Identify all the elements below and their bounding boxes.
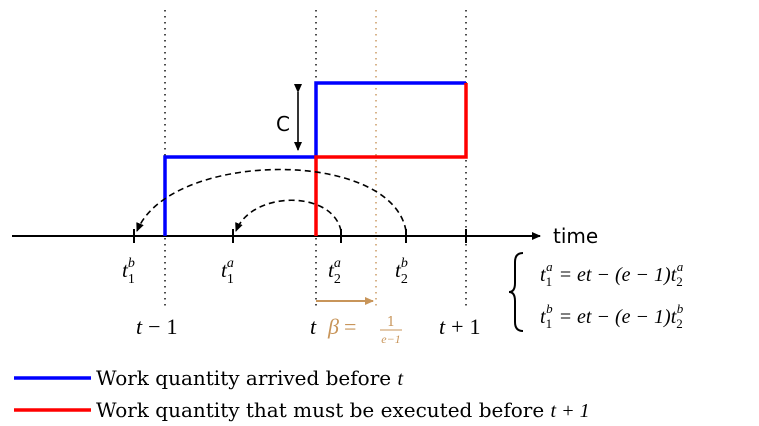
beta-label: β= 1 e−1 [327, 314, 402, 346]
svg-text:β=: β= [327, 314, 356, 339]
time-axis-label: time [553, 224, 598, 248]
beta-denominator: e−1 [381, 332, 400, 346]
legend-text-arrived: Work quantity arrived before t [96, 366, 403, 390]
equation-1: t1a= et − (e − 1)t2a [540, 259, 684, 289]
label-t2a: t2a [328, 256, 341, 287]
label-t: t [310, 314, 317, 339]
legend-text-must-execute: Work quantity that must be executed befo… [96, 398, 590, 422]
label-t2b: t2b [395, 256, 408, 287]
label-t1a: t1a [221, 256, 234, 287]
beta-numerator: 1 [387, 315, 395, 330]
label-t1b: t1b [122, 256, 135, 287]
arc-t2a-to-t1a [235, 199, 342, 232]
label-t-minus-1: t−1 [136, 314, 178, 339]
equation-2: t1b= et − (e − 1)t2b [540, 301, 684, 331]
equation-brace [508, 252, 524, 332]
arc-t2b-to-t1b [136, 168, 407, 232]
label-t-plus-1: t+1 [439, 314, 481, 339]
gap-label: C [276, 112, 290, 136]
must-execute-step [314, 83, 468, 236]
